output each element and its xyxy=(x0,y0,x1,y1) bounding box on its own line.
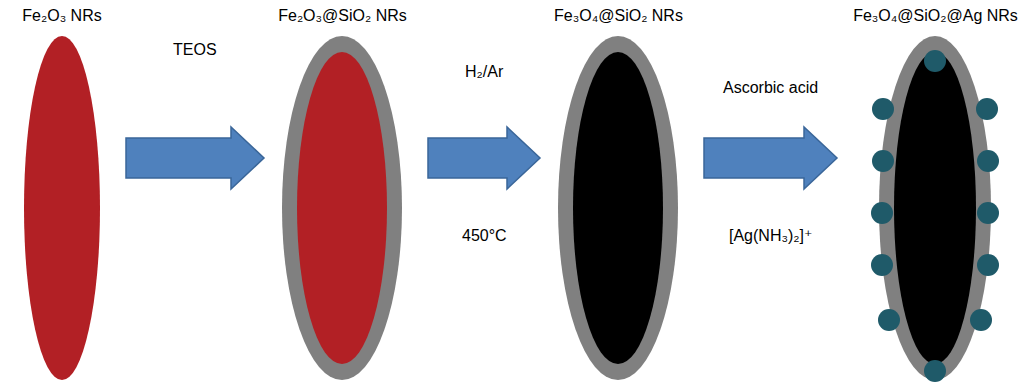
silver-particle xyxy=(977,254,999,276)
stage-heading: Fe₂O₃ NRs xyxy=(19,6,105,26)
stage-heading: Fe₃O₄@SiO₂ NRs xyxy=(551,6,686,26)
silver-particle xyxy=(976,98,998,120)
silica-shell xyxy=(282,36,402,380)
silver-particle xyxy=(970,309,992,331)
nanorod-stage: Fe₂O₃@SiO₂ NRs xyxy=(275,6,410,385)
silver-particle xyxy=(924,50,946,72)
silver-particle xyxy=(924,360,946,382)
nanorod-drawing xyxy=(22,33,102,385)
silica-shell xyxy=(879,36,991,380)
nanorod-drawing xyxy=(853,33,1017,385)
silver-particle xyxy=(977,150,999,172)
reaction-condition: 450°C xyxy=(462,226,507,246)
nanorod-core xyxy=(573,52,663,364)
process-arrow xyxy=(126,127,264,189)
process-arrow xyxy=(704,127,837,189)
reaction-condition: H₂/Ar xyxy=(465,62,503,82)
nanorod xyxy=(24,36,100,380)
reaction-condition: TEOS xyxy=(173,40,217,60)
nanorod-stage: Fe₃O₄@SiO₂@Ag NRs xyxy=(850,6,1021,385)
silver-particle xyxy=(977,202,999,224)
silver-particle xyxy=(872,150,894,172)
reaction-condition: Ascorbic acid xyxy=(723,78,818,98)
stage-heading: Fe₂O₃@SiO₂ NRs xyxy=(275,6,410,26)
silica-shell xyxy=(558,36,678,380)
nanorod-stage: Fe₃O₄@SiO₂ NRs xyxy=(551,6,686,385)
stage-heading: Fe₃O₄@SiO₂@Ag NRs xyxy=(850,6,1021,26)
process-arrow xyxy=(428,127,540,189)
silver-particle xyxy=(872,98,894,120)
nanorod-core xyxy=(297,52,387,364)
nanorod-drawing xyxy=(556,33,680,385)
reaction-condition: [Ag(NH₃)₂]⁺ xyxy=(729,226,812,246)
silver-particle xyxy=(878,309,900,331)
nanorod-stage: Fe₂O₃ NRs xyxy=(19,6,105,385)
silver-particle xyxy=(871,254,893,276)
nanorod-drawing xyxy=(280,33,404,385)
silver-particle xyxy=(871,202,893,224)
nanorod-core xyxy=(894,52,976,364)
